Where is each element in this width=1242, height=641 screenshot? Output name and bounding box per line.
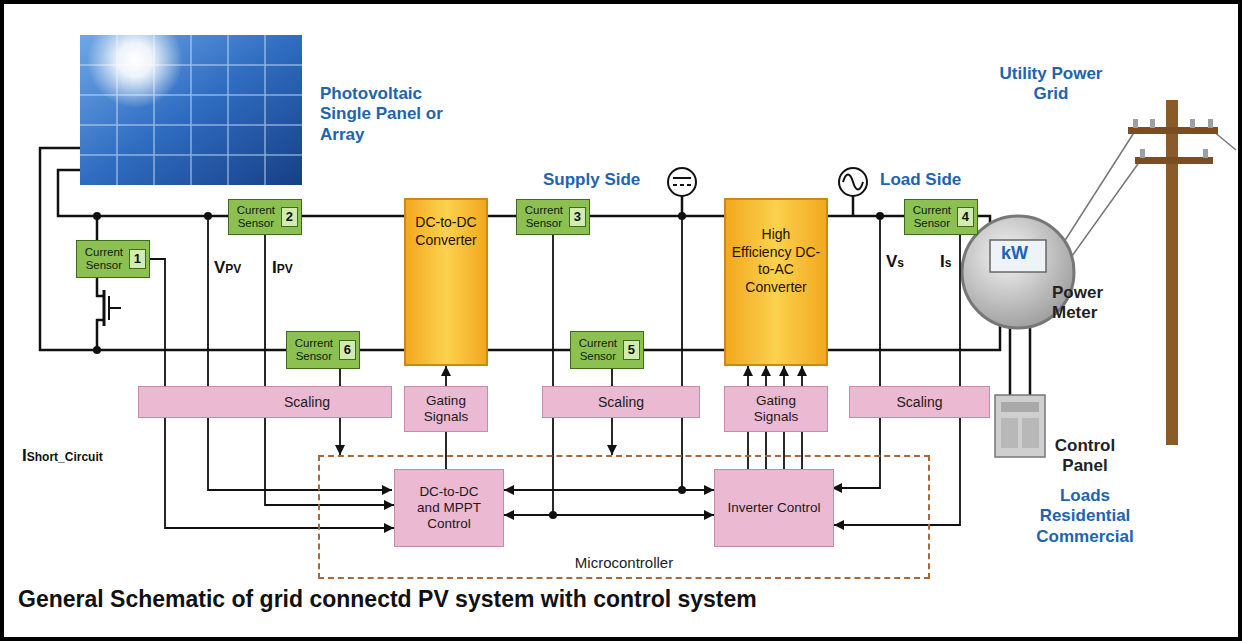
sensor-label: Current Sensor — [233, 204, 279, 229]
signal-name: IShort_Circuit — [22, 446, 103, 466]
signal-arrow — [834, 418, 960, 525]
control-panel — [995, 395, 1045, 457]
meter-label: Power Meter — [1052, 283, 1132, 324]
gating-block: Gating Signals — [724, 386, 828, 432]
signal-name: Is — [940, 252, 951, 272]
node-text: DC-to-DC and MPPT Control — [407, 484, 491, 533]
sensor-number: 3 — [569, 207, 586, 227]
mosfet-symbol — [104, 290, 121, 326]
node-text: DC-to-DC Converter — [410, 214, 482, 249]
sensor-label: Current Sensor — [291, 337, 337, 362]
converter-box: DC-to-DC Converter — [404, 198, 488, 366]
sensor-label: Current Sensor — [909, 204, 955, 229]
connector-layer — [150, 216, 960, 528]
gate-signal-bus — [748, 432, 802, 469]
node-text: Scaling — [284, 394, 330, 410]
scaling-block: Scaling — [138, 386, 392, 418]
current-sensor: Current Sensor1 — [76, 240, 150, 278]
power-wire — [302, 216, 404, 217]
data-bus — [504, 515, 714, 516]
power-wire — [488, 216, 516, 217]
ac-symbol — [839, 168, 867, 196]
scaling-block: Scaling — [542, 386, 700, 418]
current-sensor: Current Sensor2 — [228, 199, 302, 235]
node-text: Scaling — [598, 394, 644, 410]
signal-name: VPV — [214, 258, 241, 278]
sensor-label: Current Sensor — [521, 204, 567, 229]
signal-wire — [340, 369, 341, 386]
side-label: Supply Side — [543, 170, 640, 190]
meter-unit: kW — [1001, 243, 1028, 264]
panel-label: Photovoltaic Single Panel or Array — [320, 84, 448, 145]
microcontroller-box: Microcontroller DC-to-DC and MPPT Control… — [318, 455, 930, 579]
signal-arrow — [340, 418, 341, 455]
signal-arrow — [612, 418, 613, 455]
power-wire — [644, 350, 724, 351]
node-text: Gating Signals — [739, 393, 813, 425]
node-text: High Efficiency DC-to-AC Converter — [730, 226, 822, 296]
power-wire — [40, 148, 1030, 395]
sensor-number: 5 — [623, 340, 640, 360]
dc-symbol — [668, 168, 696, 196]
power-wire — [360, 350, 404, 351]
current-sensor: Current Sensor3 — [516, 199, 590, 235]
data-bus — [504, 490, 714, 491]
control-block: Inverter Control — [714, 469, 834, 547]
figure-caption: General Schematic of grid connectd PV sy… — [18, 586, 757, 613]
signal-arrow — [265, 235, 394, 505]
gate-signal-bus — [748, 366, 802, 386]
signal-name: IPV — [272, 258, 293, 278]
side-label: Load Side — [880, 170, 961, 190]
current-sensor: Current Sensor5 — [570, 331, 644, 369]
signal-name: Vs — [886, 252, 904, 272]
control-block: DC-to-DC and MPPT Control — [394, 469, 504, 547]
sensor-label: Current Sensor — [81, 246, 127, 271]
node-text: Inverter Control — [727, 500, 820, 516]
signal-wire — [446, 432, 447, 469]
converter-box: High Efficiency DC-to-AC Converter — [724, 198, 828, 366]
node-text: Scaling — [897, 394, 943, 410]
pv-panel — [80, 12, 302, 185]
panel-label: Control Panel — [1040, 436, 1130, 477]
sensor-label: Current Sensor — [575, 337, 621, 362]
power-wire — [590, 216, 724, 217]
sensor-number: 4 — [957, 207, 974, 227]
current-sensor: Current Sensor6 — [286, 331, 360, 369]
sensor-number: 2 — [281, 207, 298, 227]
node-text: Gating Signals — [419, 393, 473, 425]
power-wire — [828, 216, 904, 217]
power-wire — [488, 350, 570, 351]
utility-pole — [1064, 100, 1236, 445]
loads-label: Loads Residential Commercial — [1030, 486, 1140, 547]
signal-arrow — [446, 366, 447, 386]
gating-block: Gating Signals — [404, 386, 488, 432]
current-sensor: Current Sensor4 — [904, 199, 978, 235]
sensor-number: 1 — [129, 249, 146, 269]
grid-label: Utility Power Grid — [995, 64, 1107, 105]
sensor-number: 6 — [339, 340, 356, 360]
scaling-block: Scaling — [849, 386, 990, 418]
node-text: Microcontroller — [575, 554, 673, 571]
signal-wire — [960, 235, 961, 386]
signal-wire — [612, 369, 613, 386]
